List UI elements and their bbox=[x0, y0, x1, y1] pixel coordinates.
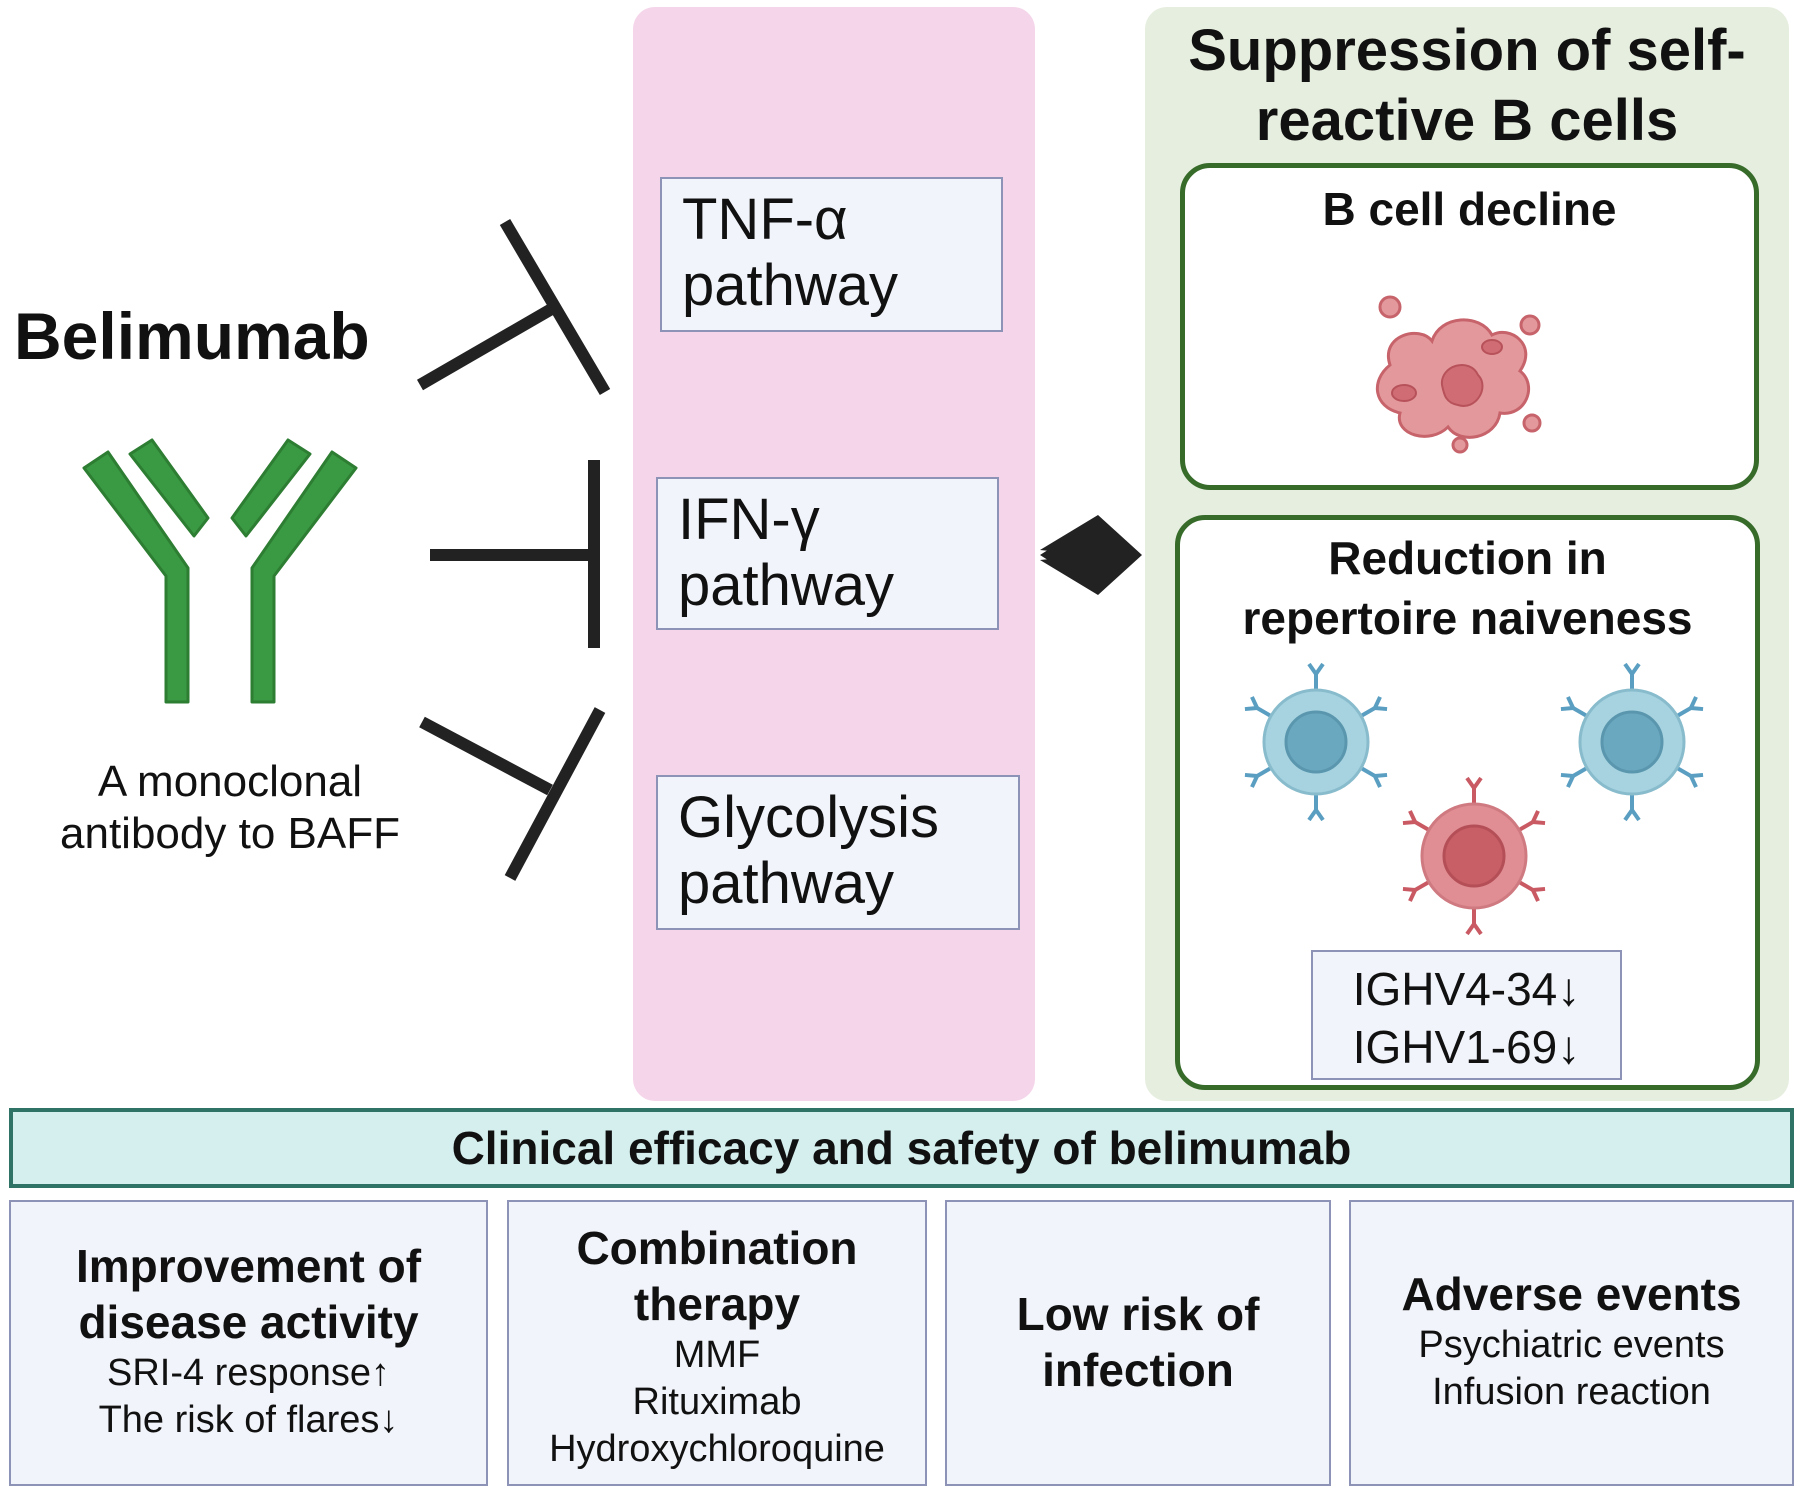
suppression-title-line2: reactive B cells bbox=[1255, 88, 1679, 153]
repertoire-box bbox=[1175, 515, 1760, 1090]
repertoire-title-line2: repertoire naiveness bbox=[1242, 592, 1693, 644]
clinical-box-item: Psychiatric events bbox=[1418, 1324, 1725, 1366]
antibody-icon bbox=[82, 438, 358, 704]
b-cells-illustration bbox=[1242, 662, 1706, 936]
clinical-box-title: Improvement of bbox=[75, 1240, 422, 1292]
clinical-box-title: disease activity bbox=[78, 1296, 419, 1348]
clinical-box-combination-therapy: Combination therapy MMF Rituximab Hydrox… bbox=[507, 1200, 927, 1486]
clinical-box-adverse-events: Adverse events Psychiatric events Infusi… bbox=[1349, 1200, 1794, 1486]
ighv-gene-box: IGHV4-34↓ IGHV1-69↓ bbox=[1311, 950, 1622, 1080]
clinical-box-title: infection bbox=[1042, 1344, 1234, 1396]
inhibit-line-tnf bbox=[416, 301, 559, 391]
pathway-box-ifn: IFN-γ pathway bbox=[656, 477, 999, 630]
clinical-box-item: Hydroxychloroquine bbox=[549, 1428, 885, 1470]
pathway-label: pathway bbox=[678, 851, 895, 916]
clinical-box-item: SRI-4 response↑ bbox=[106, 1352, 390, 1394]
drug-description-line2: antibody to BAFF bbox=[60, 809, 400, 858]
suppression-title-line1: Suppression of self- bbox=[1188, 18, 1746, 83]
naive-b-cell-icon bbox=[1558, 662, 1706, 822]
suppression-title: Suppression of self- reactive B cells bbox=[1145, 16, 1789, 156]
clinical-box-item: The risk of flares↓ bbox=[98, 1399, 399, 1441]
inhibit-line-gly bbox=[419, 716, 553, 796]
clinical-box-title: Adverse events bbox=[1401, 1268, 1742, 1320]
pathway-name: TNF-α bbox=[682, 187, 848, 252]
clinical-box-infection: Low risk of infection bbox=[945, 1200, 1331, 1486]
clinical-box-disease-activity: Improvement of disease activity SRI-4 re… bbox=[9, 1200, 488, 1486]
pathway-label: pathway bbox=[682, 253, 899, 318]
repertoire-title-line1: Reduction in bbox=[1328, 532, 1607, 584]
repertoire-title: Reduction in repertoire naiveness bbox=[1175, 528, 1760, 648]
ighv-gene: IGHV1-69↓ bbox=[1352, 1021, 1581, 1073]
pathway-name: Glycolysis bbox=[678, 785, 940, 850]
pathway-box-tnf: TNF-α pathway bbox=[660, 177, 1003, 332]
drug-description: A monoclonal antibody to BAFF bbox=[10, 756, 450, 860]
drug-title: Belimumab bbox=[14, 299, 370, 373]
apoptotic-cell-icon bbox=[1375, 295, 1542, 454]
pathway-label: pathway bbox=[678, 553, 895, 618]
b-cell-decline-title: B cell decline bbox=[1322, 183, 1617, 235]
ighv-gene: IGHV4-34↓ bbox=[1352, 963, 1581, 1015]
clinical-box-item: MMF bbox=[673, 1334, 761, 1376]
clinical-box-title: Combination bbox=[576, 1222, 858, 1274]
self-reactive-b-cell-icon bbox=[1400, 776, 1548, 936]
inhibit-bar-tnf bbox=[499, 218, 611, 396]
clinical-header: Clinical efficacy and safety of belimuma… bbox=[9, 1108, 1794, 1188]
pathway-name: IFN-γ bbox=[678, 487, 820, 552]
inhibit-bar-gly bbox=[504, 707, 606, 881]
clinical-box-title: Low risk of bbox=[1016, 1288, 1260, 1340]
drug-description-line1: A monoclonal bbox=[97, 757, 363, 806]
clinical-box-title: therapy bbox=[633, 1278, 801, 1330]
clinical-box-item: Infusion reaction bbox=[1432, 1371, 1711, 1413]
clinical-box-item: Rituximab bbox=[632, 1381, 802, 1423]
naive-b-cell-icon bbox=[1242, 662, 1390, 822]
pathway-box-glycolysis: Glycolysis pathway bbox=[656, 775, 1020, 930]
